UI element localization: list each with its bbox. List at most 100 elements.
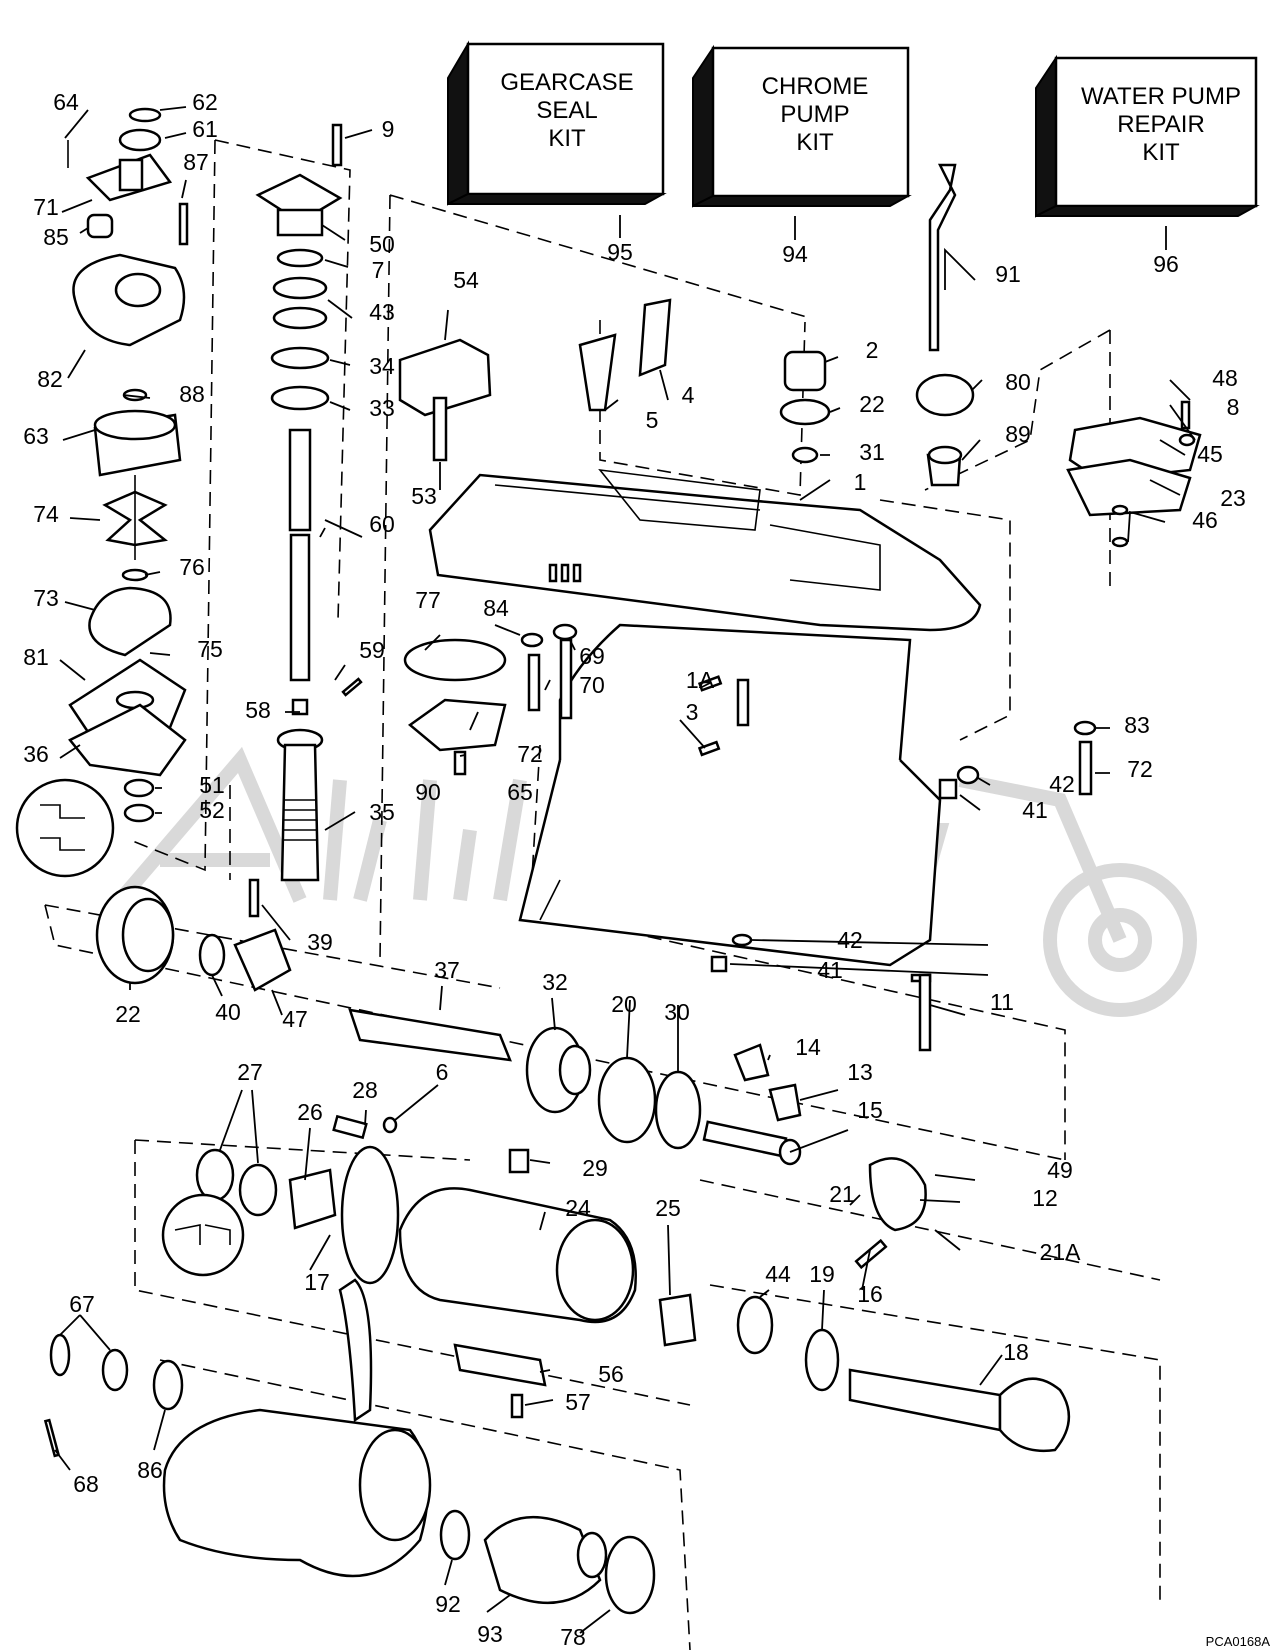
part-number-label: 75 [197, 636, 223, 662]
leader-lines [54, 106, 1196, 1634]
propeller-group [43, 1278, 656, 1615]
part-number-label: 1 [854, 469, 867, 495]
part-number-label: 18 [1003, 1339, 1029, 1365]
kit-number: 95 [607, 239, 633, 265]
part-number-label: 34 [369, 353, 395, 379]
kit-title-line: PUMP [780, 101, 849, 128]
part-number-label: 4 [682, 382, 695, 408]
part-number-label: 1A [686, 667, 715, 693]
center-parts-group [398, 163, 1202, 548]
kit-title-line: REPAIR [1117, 111, 1205, 138]
part-number-label: 92 [435, 1591, 461, 1617]
driveshaft-group [248, 123, 363, 918]
part-number-label: 26 [297, 1099, 323, 1125]
part-number-label: 82 [37, 366, 63, 392]
part-number-label: 19 [809, 1261, 835, 1287]
part-number-label: 42 [1049, 771, 1075, 797]
part-number-label: 46 [1192, 507, 1218, 533]
part-number-label: 81 [23, 644, 49, 670]
part-number-label: 22 [115, 1001, 141, 1027]
part-number-label: 69 [579, 643, 605, 669]
part-number-label: 29 [582, 1155, 608, 1181]
part-number-label: 67 [69, 1291, 95, 1317]
gearcase-housing [428, 468, 982, 967]
part-number-label: 36 [23, 741, 49, 767]
part-number-label: 13 [847, 1059, 873, 1085]
part-number-label: 65 [507, 779, 533, 805]
kit-title-line: KIT [548, 125, 586, 152]
kit-number: 94 [782, 241, 808, 267]
part-number-label: 12 [1032, 1185, 1058, 1211]
part-number-label: 21A [1040, 1239, 1082, 1265]
part-number-label: 33 [369, 395, 395, 421]
kit-title-line: CHROME [762, 73, 869, 100]
part-number-label: 14 [795, 1034, 821, 1060]
part-number-label: 50 [369, 231, 395, 257]
part-number-label: 63 [23, 423, 49, 449]
part-number-label: 15 [857, 1097, 883, 1123]
part-number-label: 3 [686, 699, 699, 725]
part-number-label: 88 [179, 381, 205, 407]
part-number-label: 25 [655, 1195, 681, 1221]
anode-fastener-group [403, 623, 1097, 973]
kit-title-line: KIT [796, 129, 834, 156]
part-number-label: 60 [369, 511, 395, 537]
kit-title-line: WATER PUMP [1081, 83, 1241, 110]
part-number-label: 68 [73, 1471, 99, 1497]
part-number-label: 30 [664, 999, 690, 1025]
part-number-label: 53 [411, 483, 437, 509]
bearing-carrier-group [161, 1114, 1071, 1452]
part-number-label: 5 [646, 407, 659, 433]
part-number-label: 86 [137, 1457, 163, 1483]
part-number-label: 64 [53, 89, 79, 115]
part-number-label: 72 [517, 741, 543, 767]
part-number-label: 62 [192, 89, 218, 115]
part-number-label: 24 [565, 1195, 591, 1221]
part-number-label: 54 [453, 267, 479, 293]
part-number-label: 20 [611, 991, 637, 1017]
part-number-label: 41 [1022, 797, 1048, 823]
part-number-label: 21 [829, 1181, 855, 1207]
part-number-label: 43 [369, 299, 395, 325]
part-number-label: 35 [369, 799, 395, 825]
part-number-label: 51 [199, 772, 225, 798]
part-number-label: 31 [859, 439, 885, 465]
part-number-label: 42 [837, 927, 863, 953]
part-number-label: 8 [1227, 394, 1240, 420]
part-number-label: 11 [990, 989, 1014, 1015]
part-number-label: 84 [483, 595, 509, 621]
water-pump-housing-group [15, 107, 189, 878]
part-number-label: 93 [477, 1621, 503, 1647]
part-number-label: 44 [765, 1261, 791, 1287]
part-number-label: 40 [215, 999, 241, 1025]
part-number-label: 22 [859, 391, 885, 417]
part-number-label: 70 [579, 672, 605, 698]
part-number-label: 17 [304, 1269, 330, 1295]
part-number-label: 74 [33, 501, 59, 527]
part-number-label: 28 [352, 1077, 378, 1103]
kit-title-line: KIT [1142, 139, 1180, 166]
part-number-label: 57 [565, 1389, 591, 1415]
part-number-label: 47 [282, 1006, 308, 1032]
part-number-label: 85 [43, 224, 69, 250]
part-number-label: 71 [33, 194, 59, 220]
part-number-label: 77 [415, 587, 441, 613]
part-number-label: 52 [199, 797, 225, 823]
part-number-label: 90 [415, 779, 441, 805]
part-number-label: 78 [560, 1624, 586, 1650]
part-number-label: 73 [33, 585, 59, 611]
part-number-label: 89 [1005, 421, 1031, 447]
part-number-label: 41 [817, 957, 843, 983]
part-number-label: 56 [598, 1361, 624, 1387]
part-number-label: 91 [995, 261, 1021, 287]
part-number-label: 61 [192, 116, 218, 142]
part-number-label: 27 [237, 1059, 263, 1085]
part-number-label: 87 [183, 149, 209, 175]
part-number-label: 59 [359, 637, 385, 663]
kit-box-gearcase-seal: GEARCASE SEAL KIT [447, 40, 667, 206]
part-number-label: 32 [542, 969, 568, 995]
part-number-label: 83 [1124, 712, 1150, 738]
part-number-label: 39 [307, 929, 333, 955]
